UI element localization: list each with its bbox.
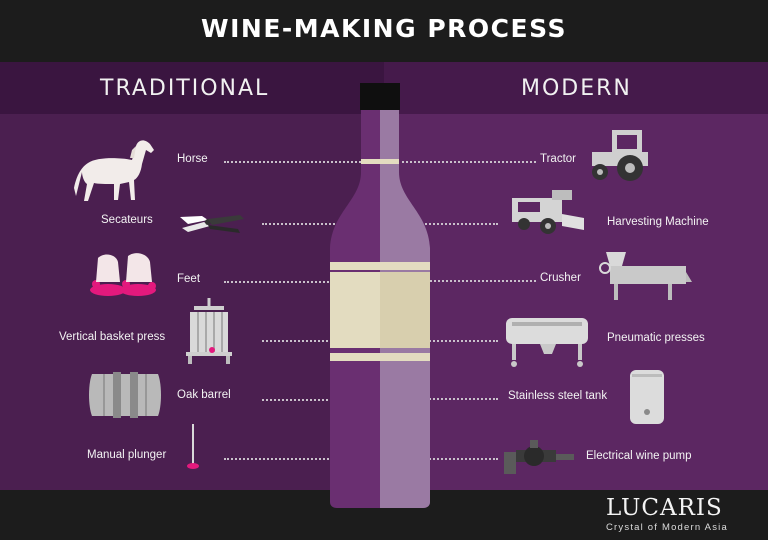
traditional-label-plunger: Manual plunger [87, 449, 167, 461]
connector-line [402, 458, 498, 460]
secateurs-icon [180, 215, 244, 233]
traditional-label-secateurs: Secateurs [101, 214, 153, 226]
traditional-header-band [0, 62, 384, 114]
traditional-label-horse: Horse [177, 153, 208, 165]
modern-panel [384, 62, 768, 490]
pneumatic-press-icon [506, 318, 588, 367]
page-title: WINE-MAKING PROCESS [201, 14, 567, 43]
tractor-icon [592, 130, 648, 181]
wine-bottle-icon [330, 83, 430, 508]
traditional-panel [0, 62, 384, 490]
title-bar [0, 0, 768, 62]
modern-header-band [384, 62, 768, 114]
modern-label-harvesting-machine: Harvesting Machine [607, 216, 709, 228]
modern-label-pneumatic-presses: Pneumatic presses [607, 332, 705, 344]
connector-line [402, 223, 498, 225]
traditional-label-oak-barrel: Oak barrel [177, 389, 231, 401]
traditional-label-feet: Feet [177, 273, 201, 285]
horse-icon [74, 140, 154, 201]
modern-label-crusher: Crusher [540, 272, 581, 284]
plunger-icon [187, 424, 199, 469]
basket-press-icon [186, 298, 232, 364]
connector-line [402, 398, 498, 400]
connector-line [224, 458, 364, 460]
modern-label-tractor: Tractor [540, 153, 576, 165]
connector-line [262, 223, 366, 225]
traditional-heading: TRADITIONAL [100, 76, 270, 101]
connector-line [402, 340, 498, 342]
oak-barrel-icon [89, 372, 161, 418]
traditional-label-basket-press: Vertical basket press [59, 331, 166, 343]
harvesting-machine-icon [512, 190, 584, 234]
steel-tank-icon [630, 370, 664, 424]
brand-tagline: Crystal of Modern Asia [606, 522, 728, 533]
connector-line [224, 161, 364, 163]
modern-label-steel-tank: Stainless steel tank [508, 390, 608, 402]
wine-pump-icon [504, 440, 574, 474]
connector-line [402, 280, 536, 282]
crusher-icon [599, 252, 692, 300]
modern-label-wine-pump: Electrical wine pump [586, 450, 692, 462]
connector-line [262, 340, 364, 342]
connector-line [402, 161, 536, 163]
modern-heading: MODERN [521, 76, 632, 101]
connector-line [224, 281, 364, 283]
feet-icon [90, 253, 156, 296]
connector-line [262, 399, 364, 401]
brand-logo: LUCARIS [606, 495, 723, 521]
